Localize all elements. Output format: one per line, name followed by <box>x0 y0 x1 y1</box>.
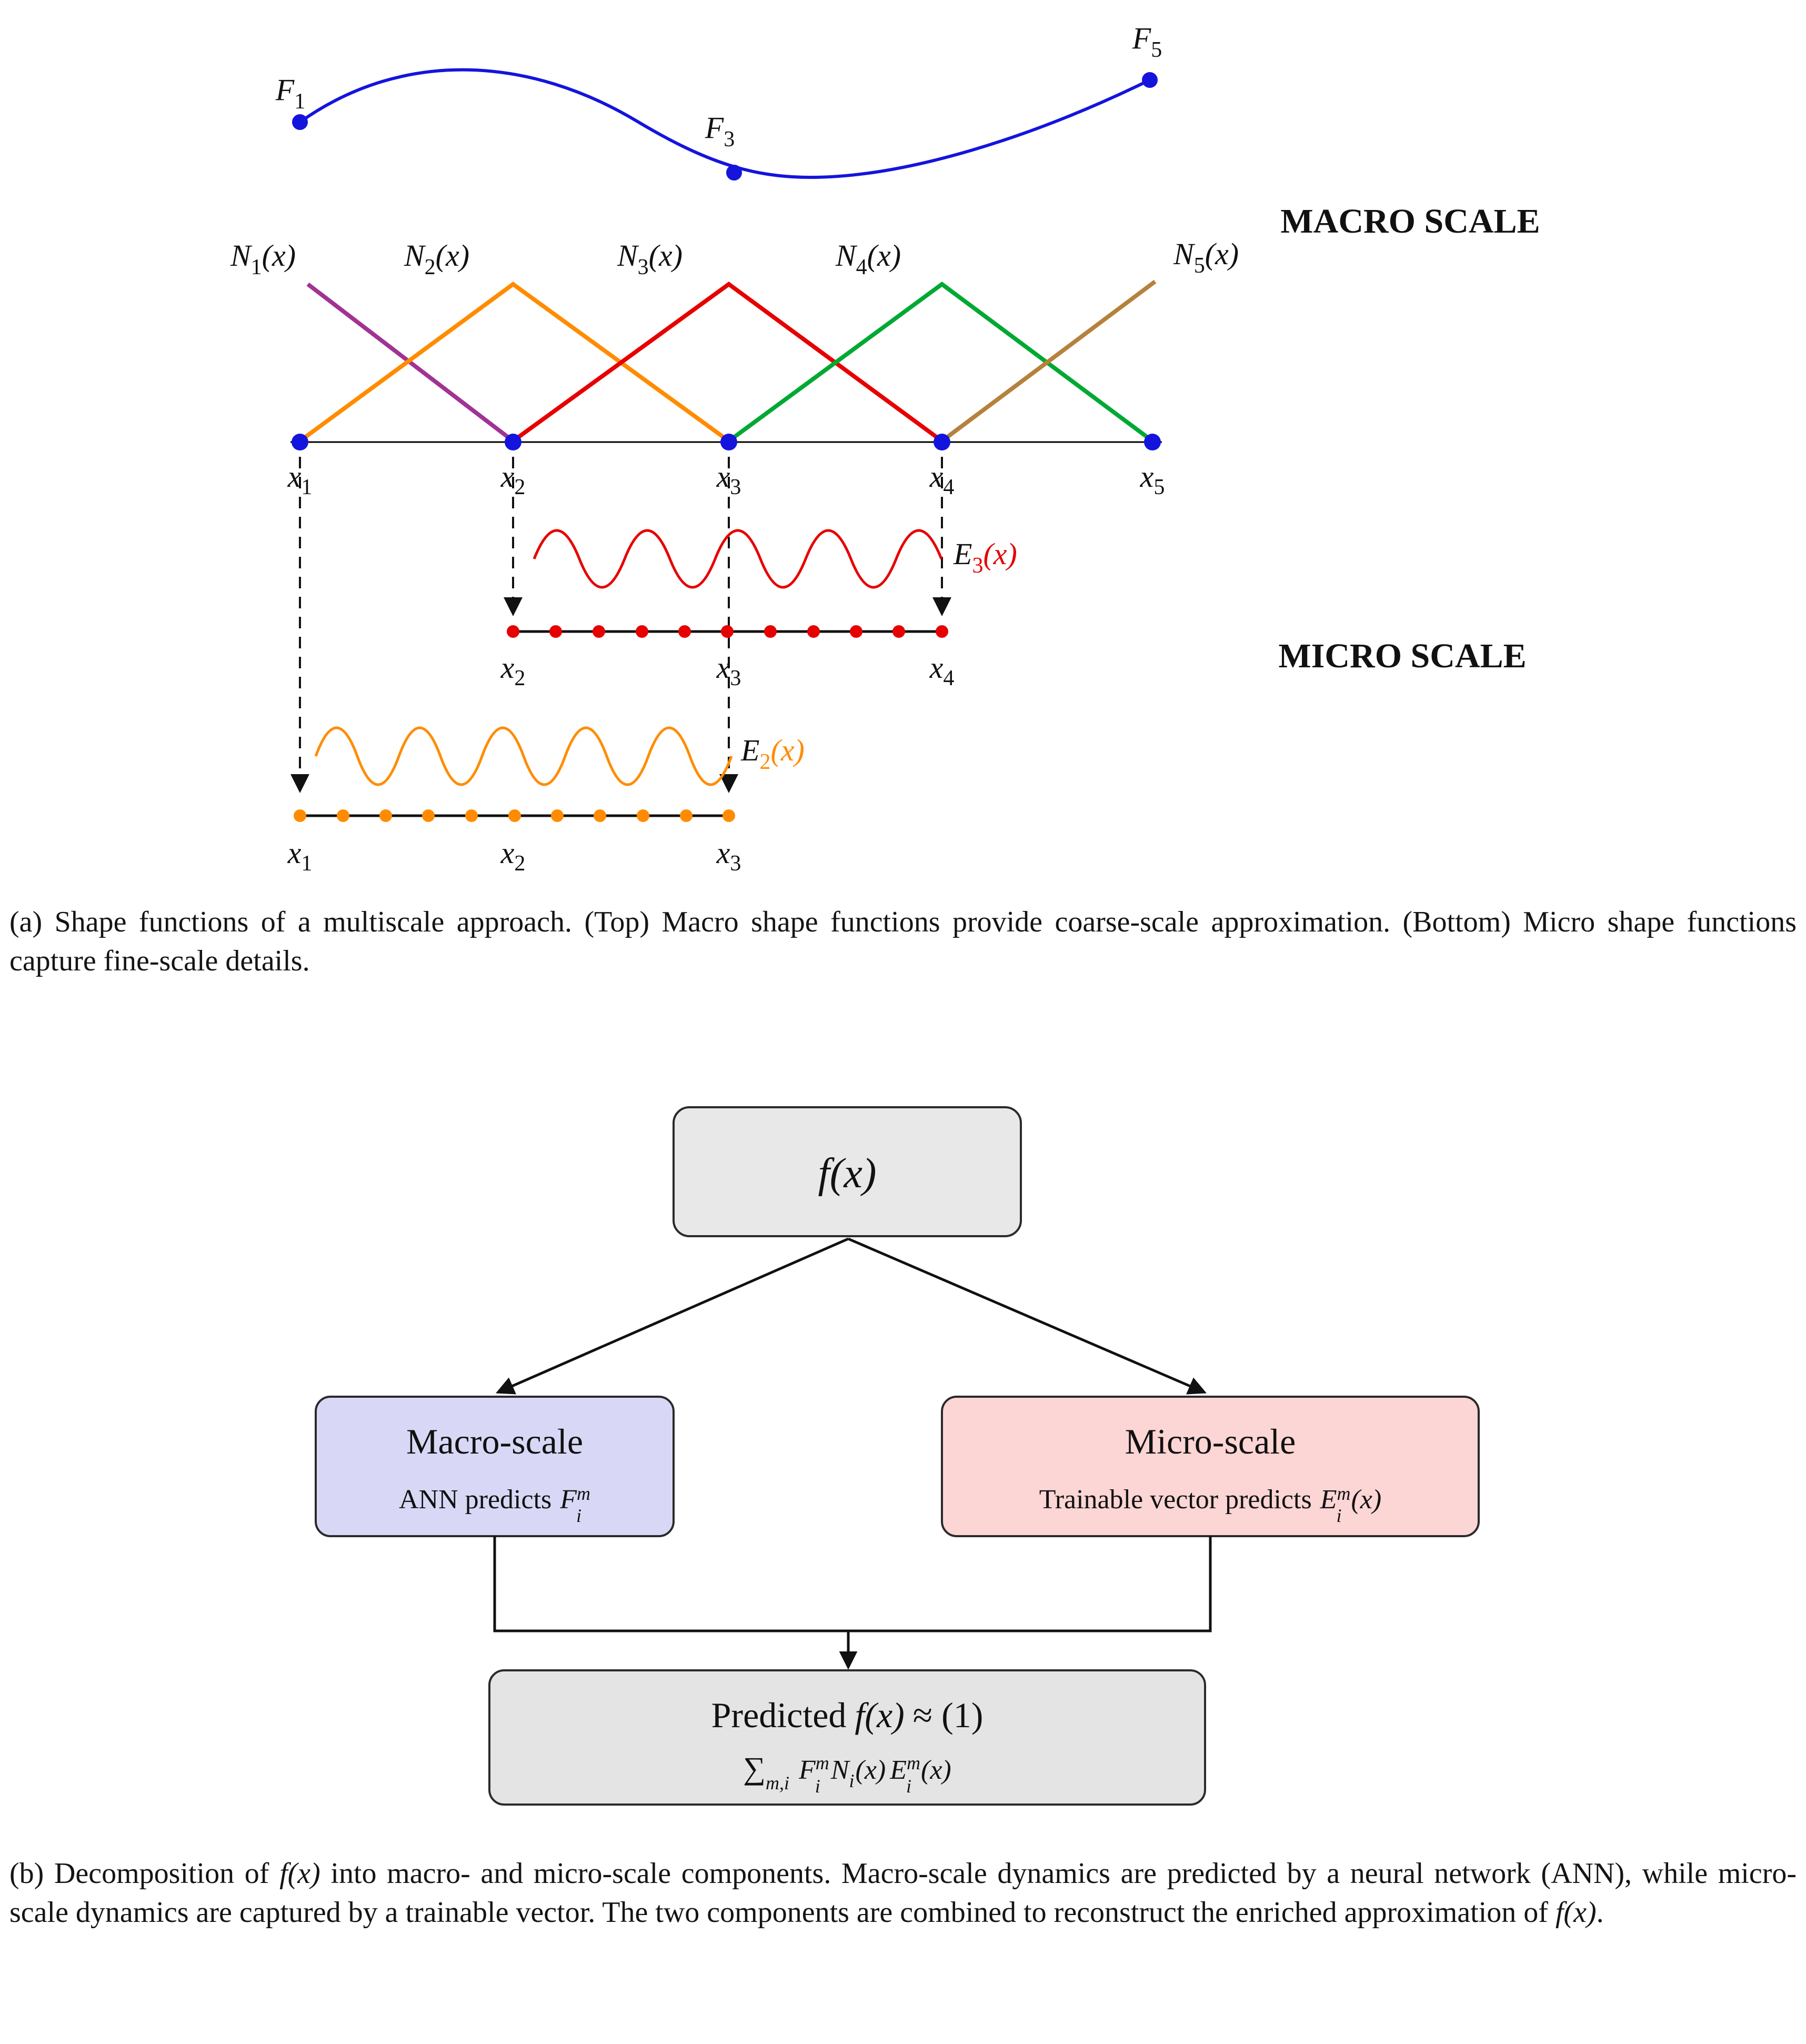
micro-box <box>941 1395 1480 1537</box>
macro-function-curve <box>299 68 1151 179</box>
e2-node-label-x1: x1 <box>287 836 313 876</box>
f3-point <box>726 165 742 181</box>
caption-a-text: (a) Shape functions of a multiscale appr… <box>9 906 1797 977</box>
e2-wave <box>314 726 733 786</box>
caption-b-part3: . <box>1596 1896 1604 1929</box>
f3-label: F3 <box>705 111 735 152</box>
caption-b-fx2: f(x) <box>1555 1896 1597 1929</box>
macro-box-title: Macro-scale <box>406 1421 583 1461</box>
shape-fn-label-n1: N1(x) <box>230 238 296 279</box>
e3-label: E3(x) <box>953 537 1017 578</box>
e2-node-label-x2: x2 <box>500 836 526 876</box>
n2-hat-line <box>298 282 730 443</box>
shape-fn-label-n4: N4(x) <box>835 238 901 279</box>
e2-node-dots <box>294 809 735 822</box>
shape-fn-label-n3: N3(x) <box>617 238 683 279</box>
f1-label: F1 <box>275 73 305 114</box>
e2-node-label-x3: x3 <box>716 836 741 876</box>
arrow-fx-to-micro <box>848 1237 1207 1395</box>
caption-b: (b) Decomposition of f(x) into macro- an… <box>0 1833 1806 1948</box>
macro-node-label-x5: x5 <box>1140 459 1165 499</box>
fx-box-label: f(x) <box>818 1150 876 1197</box>
micro-scale-title: MICRO SCALE <box>1278 637 1526 675</box>
e2-label: E2(x) <box>740 733 805 774</box>
caption-a: (a) Shape functions of a multiscale appr… <box>0 889 1806 981</box>
shape-fn-label-n5: N5(x) <box>1173 237 1239 278</box>
macro-scale-title: MACRO SCALE <box>1280 202 1540 241</box>
arrow-fx-to-macro <box>495 1237 849 1395</box>
n5-hat-line <box>940 279 1157 443</box>
e3-wave <box>533 529 943 589</box>
n4-hat-line <box>727 282 1154 443</box>
macro-box <box>315 1395 675 1537</box>
micro-box-title: Micro-scale <box>1125 1421 1296 1461</box>
merge-connector <box>493 1536 1212 1632</box>
e3-node-label-x2: x2 <box>500 650 526 690</box>
e3-node-label-x3: x3 <box>716 650 741 690</box>
n3-hat-line <box>511 282 944 443</box>
caption-b-part2: into macro- and micro-scale components. … <box>9 1857 1797 1929</box>
f5-label: F5 <box>1132 21 1162 62</box>
macro-node-dots <box>292 434 1161 450</box>
shape-fn-label-n2: N2(x) <box>404 238 469 279</box>
fx-box <box>673 1106 1022 1237</box>
panel-a-diagram: F1 F3 F5 MACRO SCALE N1(x) N2(x) N3(x) N… <box>230 21 1540 876</box>
caption-b-fx1: f(x) <box>279 1857 320 1890</box>
f1-point <box>292 114 308 130</box>
n1-hat-line <box>306 282 515 443</box>
e3-node-label-x4: x4 <box>929 650 955 690</box>
f5-point <box>1142 72 1158 88</box>
result-box <box>488 1669 1206 1806</box>
e3-node-dots <box>507 625 948 638</box>
caption-b-part1: (b) Decomposition of <box>9 1857 280 1890</box>
